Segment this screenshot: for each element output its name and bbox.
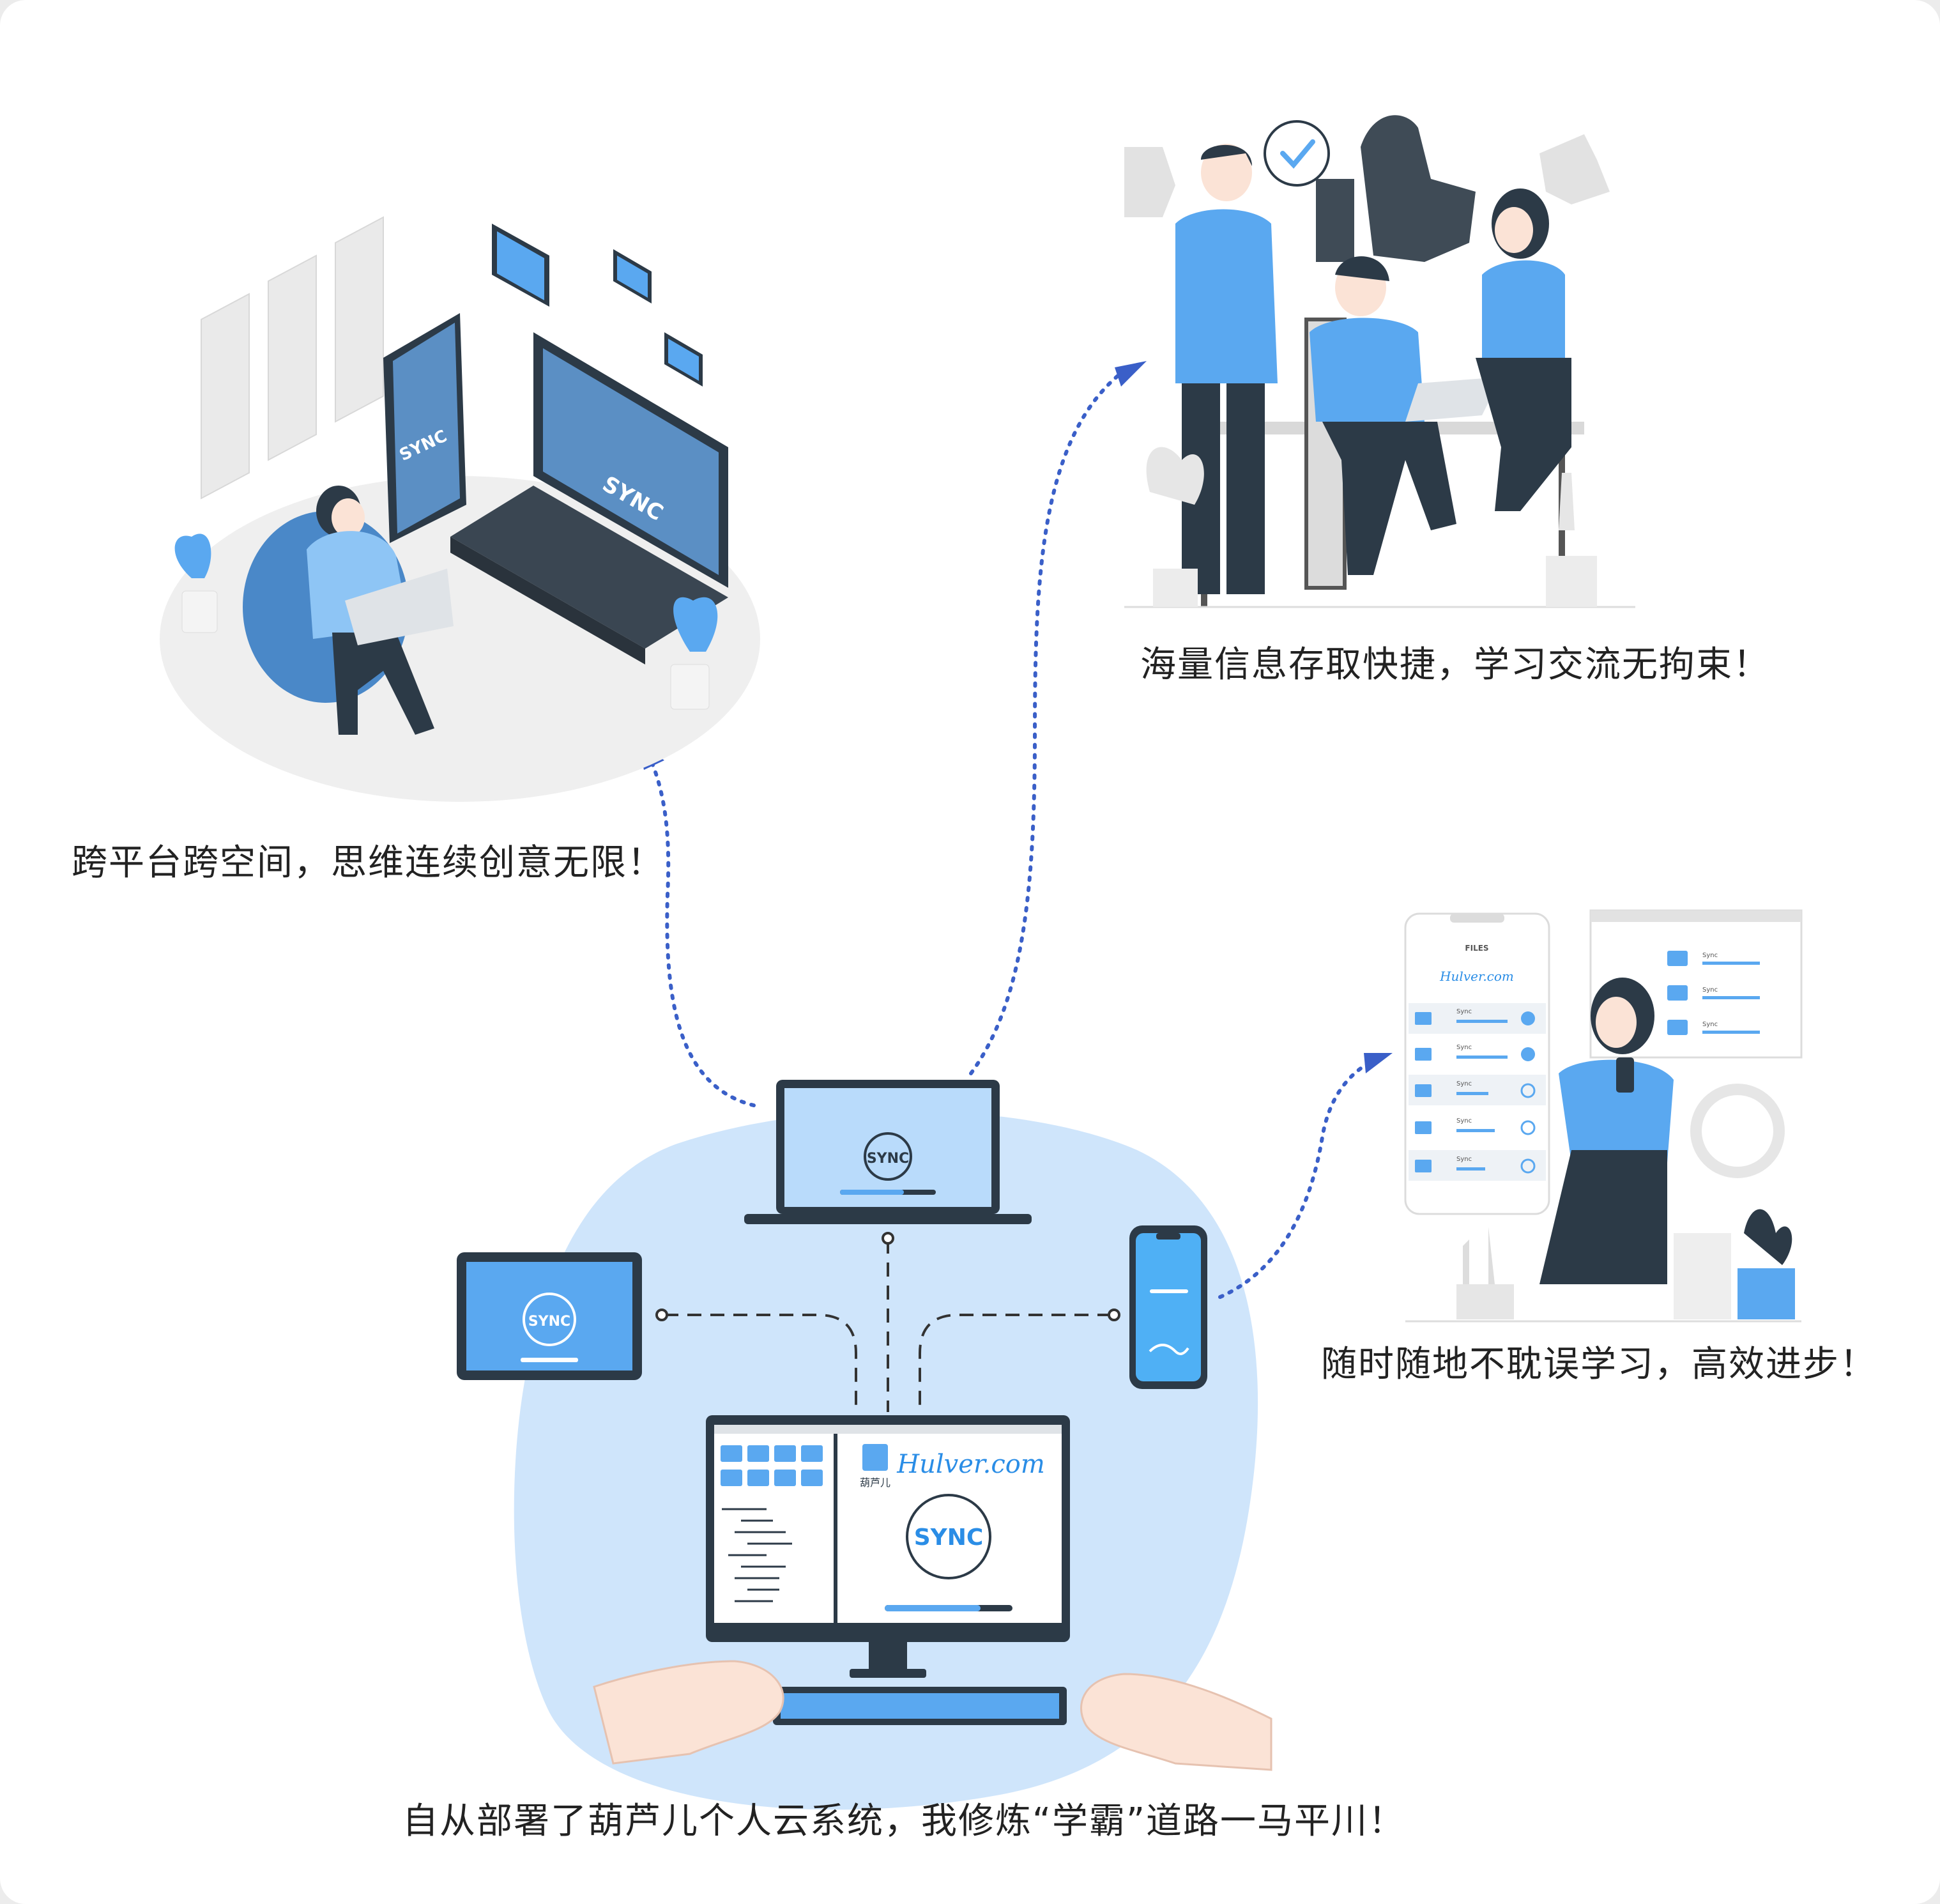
phone-file-rows: Sync Sync Sync Sync Sync <box>1409 1003 1546 1181</box>
phone-row-3-label: Sync <box>1456 1080 1472 1087</box>
window-row-2-label: Sync <box>1702 987 1718 994</box>
desktop-sync-text: SYNC <box>914 1524 984 1551</box>
tablet-sync-text: SYNC <box>528 1314 570 1330</box>
center-laptop-sync-text: SYNC <box>867 1151 909 1167</box>
arrow-to-top-left <box>643 746 756 1107</box>
center-phone <box>1129 1225 1207 1389</box>
keyboard <box>773 1687 1067 1725</box>
phone-row-1-label: Sync <box>1456 1008 1472 1015</box>
desktop-logo-text: Hulver.com <box>896 1450 1045 1479</box>
scene-mid-right: FILES Hulver.com Sync Sync Sync Sync <box>1404 909 1803 1323</box>
center-desktop: 葫芦儿 Hulver.com SYNC <box>706 1415 1070 1678</box>
caption-bottom: 自从部署了葫芦儿个人云系统，我修炼“学霸”道路一马平川！ <box>402 1800 1406 1842</box>
scene-top-left: SYNC SYNC <box>160 216 760 802</box>
node-right <box>1108 1309 1120 1321</box>
phone-row-2-label: Sync <box>1456 1044 1472 1051</box>
caption-mid-right: 随时随地不耽误学习，高效进步！ <box>1321 1344 1877 1385</box>
window-row-3-label: Sync <box>1702 1021 1718 1028</box>
network-lines <box>664 1240 1111 1412</box>
phone-row-5-label: Sync <box>1456 1156 1472 1163</box>
center-tablet: SYNC <box>457 1252 642 1380</box>
left-hand <box>593 1660 784 1765</box>
arrow-to-top-right <box>969 369 1126 1075</box>
desktop-logo-cn: 葫芦儿 <box>860 1477 890 1489</box>
arrow-head-top-right <box>1115 361 1147 387</box>
window-row-1-label: Sync <box>1702 952 1718 959</box>
caption-top-right: 海量信息存取快捷，学习交流无拘束！ <box>1140 644 1770 686</box>
phone-row-4-label: Sync <box>1456 1117 1472 1125</box>
node-left <box>655 1309 668 1321</box>
right-hand <box>1080 1673 1272 1771</box>
arrow-to-mid-right <box>1218 1059 1375 1299</box>
scene-top-right <box>1124 115 1635 608</box>
caption-top-left: 跨平台跨空间，思维连续创意无限！ <box>72 842 664 884</box>
node-top <box>882 1232 894 1245</box>
phone-files-header: FILES <box>1465 944 1488 953</box>
center-laptop: SYNC <box>744 1080 1032 1224</box>
arrow-head-mid-right <box>1364 1053 1393 1073</box>
phone-logo: Hulver.com <box>1439 969 1514 984</box>
